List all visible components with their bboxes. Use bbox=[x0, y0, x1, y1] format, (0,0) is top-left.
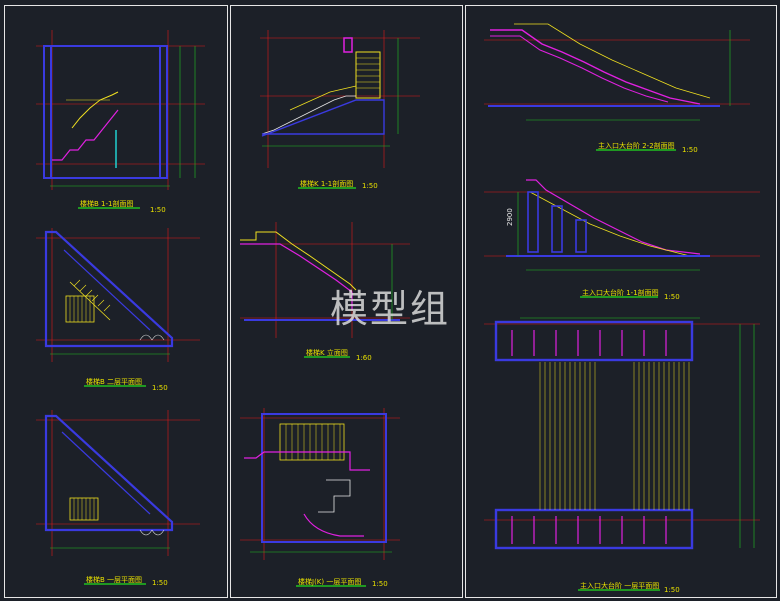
title-entrance-1-1: 主入口大台阶 1-1剖面图 bbox=[582, 289, 659, 297]
scale-stair-k-elevation: 1:60 bbox=[356, 354, 372, 362]
title-stair-k-elevation: 楼梯K 立面图 bbox=[306, 349, 348, 357]
drawing-entrance-1-1-section bbox=[484, 179, 760, 271]
title-entrance-floor1: 主入口大台阶 一层平面图 bbox=[580, 582, 660, 590]
dimension-label: 2900 bbox=[506, 208, 514, 226]
drawing-stair-k-elevation bbox=[240, 222, 410, 338]
scale-entrance-floor1: 1:50 bbox=[664, 586, 680, 594]
scale-stair-b-section: 1:50 bbox=[150, 206, 166, 214]
panel-frame-right bbox=[465, 5, 777, 598]
drawing-stair-k-section bbox=[260, 30, 420, 168]
watermark-text: 模型组 bbox=[330, 287, 451, 331]
scale-stair-b-floor2: 1:50 bbox=[152, 384, 168, 392]
drawing-stair-b-floor1-plan bbox=[36, 410, 200, 556]
scale-stair-k-section: 1:50 bbox=[362, 182, 378, 190]
scale-entrance-2-2: 1:50 bbox=[682, 146, 698, 154]
title-entrance-2-2: 主入口大台阶 2-2剖面图 bbox=[598, 142, 675, 150]
drawing-stair-b-section bbox=[36, 30, 205, 190]
drawing-stair-b-floor2-plan bbox=[36, 228, 200, 362]
title-stair-b-floor2: 楼梯B 二层平面图 bbox=[86, 378, 143, 386]
panel-frame-middle bbox=[230, 5, 463, 598]
drawing-stair-jk-floor1-plan bbox=[240, 408, 400, 560]
scale-stair-jk-floor1: 1:50 bbox=[372, 580, 388, 588]
scale-entrance-1-1: 1:50 bbox=[664, 293, 680, 301]
panel-frame-left bbox=[4, 5, 228, 598]
scale-stair-b-floor1: 1:50 bbox=[152, 579, 168, 587]
title-stair-b-section: 楼梯B 1-1剖面图 bbox=[80, 200, 134, 208]
drawing-entrance-floor1-plan bbox=[484, 317, 760, 550]
title-stair-b-floor1: 楼梯B 一层平面图 bbox=[86, 576, 143, 584]
drawing-entrance-2-2-section bbox=[484, 23, 750, 121]
title-stair-jk-floor1: 楼梯J(K) 一层平面图 bbox=[298, 578, 362, 586]
title-stair-k-section: 楼梯K 1-1剖面图 bbox=[300, 180, 354, 188]
